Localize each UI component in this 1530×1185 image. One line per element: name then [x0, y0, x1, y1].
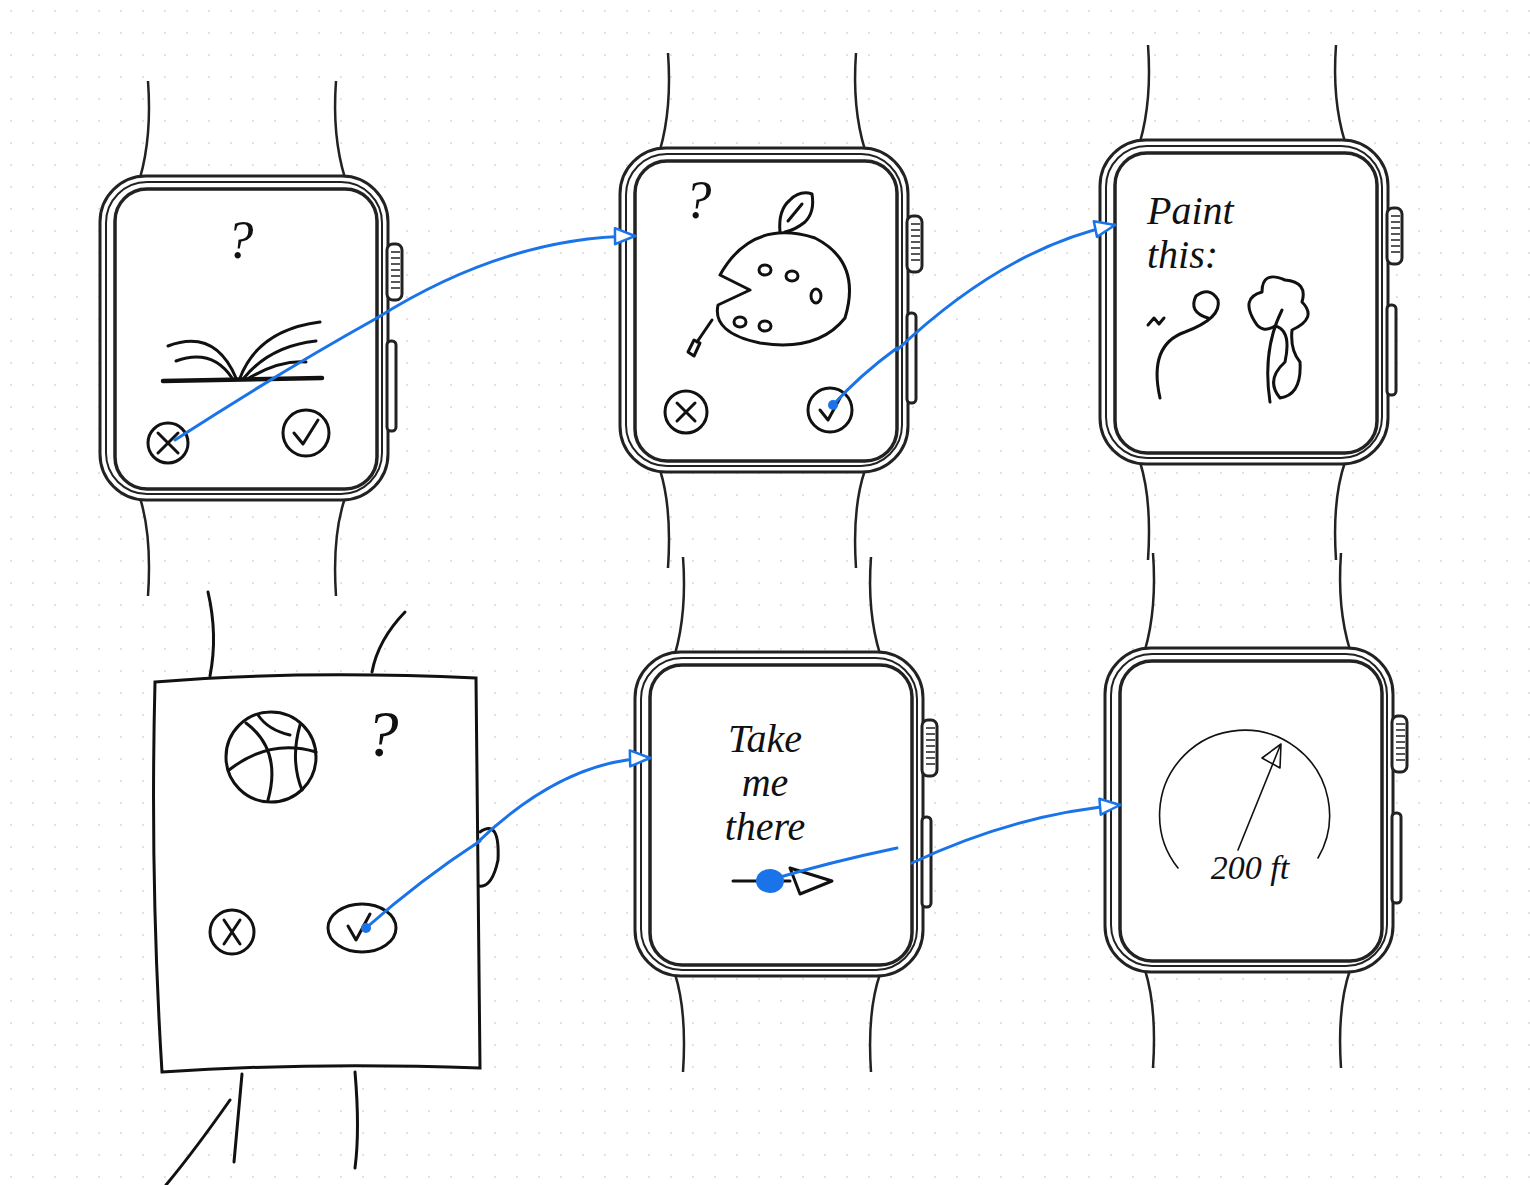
palette-icon: [688, 193, 850, 356]
hand-drawn-screen: ?: [152, 678, 478, 1068]
prompt-text: Take me there: [700, 717, 830, 849]
cancel-mark: [677, 403, 695, 421]
watch-frame: [100, 81, 402, 596]
cancel-mark: [158, 433, 178, 453]
accept-button: [283, 410, 329, 456]
cancel-button: [665, 391, 707, 433]
compass-gauge: [1160, 730, 1330, 868]
question-mark: ?: [673, 171, 723, 230]
tap-dot: [756, 869, 784, 893]
question-mark: ?: [352, 698, 412, 771]
watch-frame: [1100, 45, 1402, 560]
squiggle-drawing: [1148, 277, 1308, 402]
accept-button: [808, 388, 852, 432]
tap-stroke: [770, 848, 897, 880]
tap-dot: [361, 923, 371, 933]
watch-frame: [635, 557, 937, 1072]
question-mark: ?: [215, 211, 265, 270]
cancel-button: [210, 910, 254, 954]
watch-frame: [1105, 553, 1407, 1068]
accept-mark: [294, 420, 318, 444]
watch-screen: Take me there: [650, 665, 912, 965]
flow-arrow: [912, 805, 1120, 863]
cancel-mark: [224, 920, 240, 944]
watch-screen: ?: [115, 189, 377, 489]
flow-arrow: [478, 758, 650, 842]
basketball-icon: [226, 712, 316, 802]
prompt-text: Paint this:: [1147, 189, 1267, 277]
book-icon: [163, 322, 322, 381]
tap-stroke: [175, 318, 377, 440]
flow-arrow: [897, 225, 1115, 350]
flow-arrow: [377, 236, 635, 318]
accept-mark: [348, 914, 370, 940]
tap-stroke: [366, 841, 480, 928]
watch-frame: [620, 53, 922, 568]
hand-drawn-watch: [154, 592, 499, 1185]
distance-text: 200 ft: [1160, 849, 1340, 886]
cancel-button: [148, 423, 188, 463]
tap-dot: [828, 400, 838, 410]
watch-screen: 200 ft: [1120, 661, 1382, 961]
watch-screen: Paint this:: [1115, 153, 1377, 453]
tap-stroke: [833, 348, 897, 405]
watch-screen: ?: [635, 161, 897, 461]
